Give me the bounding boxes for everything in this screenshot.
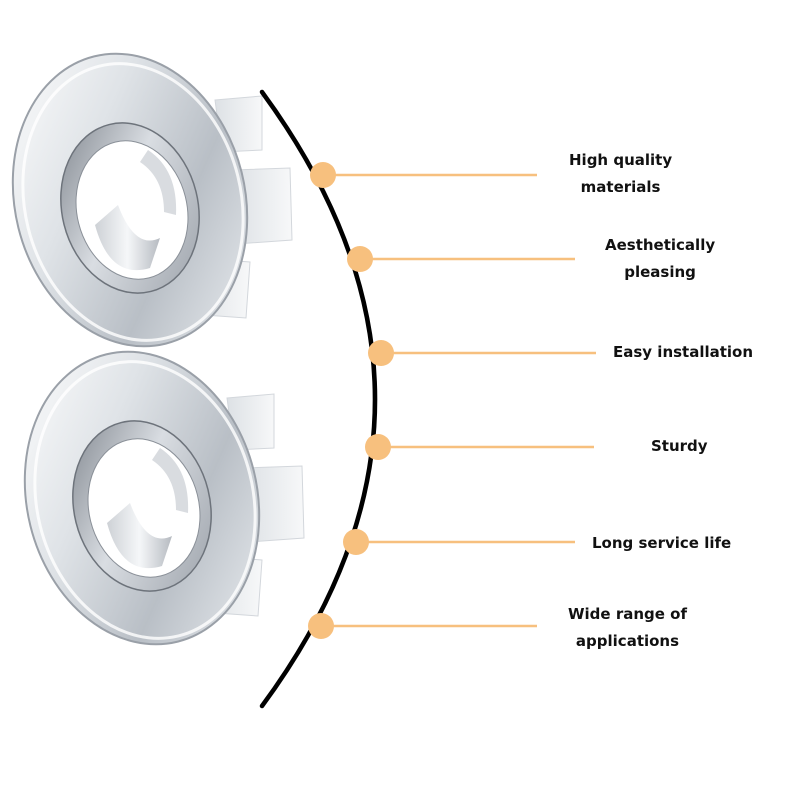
feature-marker-dot <box>308 613 334 639</box>
feature-label-line: applications <box>575 632 680 650</box>
feature-marker-dot <box>368 340 394 366</box>
feature-label-line: Long service life <box>592 534 732 552</box>
feature-label: Long service life <box>592 530 731 557</box>
feature-marker-dot <box>365 434 391 460</box>
feature-label-line: Sturdy <box>651 437 708 455</box>
feature-label-line: materials <box>580 178 661 196</box>
feature-label-line: pleasing <box>624 263 696 281</box>
feature-label: High quality materials <box>569 147 672 201</box>
chrome-overflow-ring-icon <box>0 27 294 373</box>
feature-label-line: Easy installation <box>613 343 754 361</box>
feature-label-line: Aesthetically <box>605 236 716 254</box>
chrome-overflow-ring-icon <box>0 325 306 671</box>
feature-label: Easy installation <box>613 339 753 366</box>
feature-label: Aesthetically pleasing <box>605 232 715 286</box>
feature-marker-dot <box>347 246 373 272</box>
feature-label-line: Wide range of <box>568 605 687 623</box>
feature-marker-dot <box>343 529 369 555</box>
feature-label-line: High quality <box>569 151 673 169</box>
feature-marker-dot <box>310 162 336 188</box>
feature-label: Sturdy <box>651 433 708 460</box>
feature-label: Wide range of applications <box>568 601 687 655</box>
